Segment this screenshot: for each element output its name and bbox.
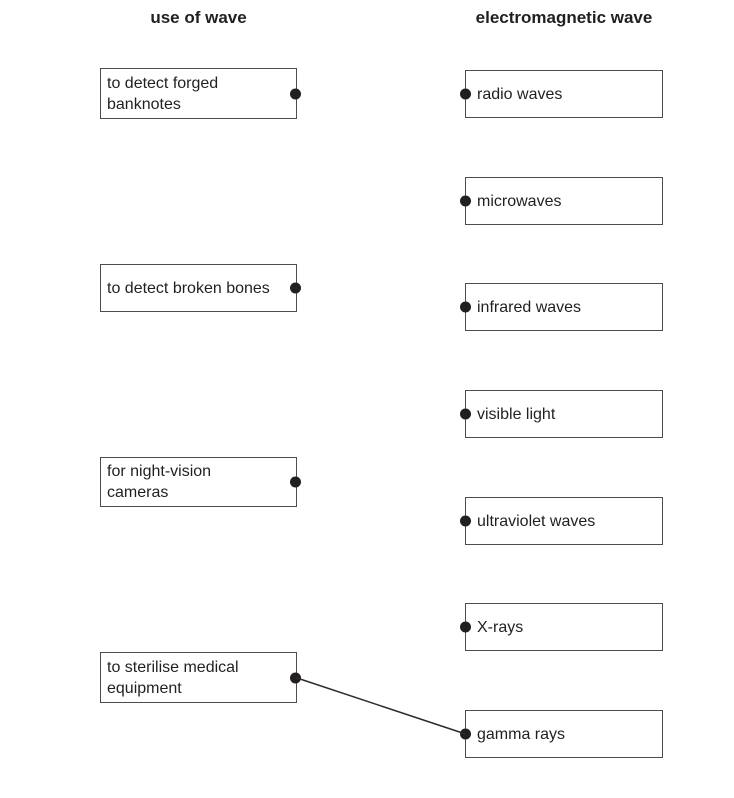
wave-box-microwaves[interactable]: microwaves — [460, 177, 663, 225]
use-label-night-vision: for night-vision cameras — [107, 463, 212, 501]
wave-label-gamma: gamma rays — [477, 725, 566, 743]
use-box-broken-bones[interactable]: to detect broken bones — [100, 264, 301, 312]
use-label-forged-banknotes: to detect forged banknotes — [107, 74, 219, 113]
connection-dot[interactable] — [290, 672, 301, 683]
wave-box-radio[interactable]: radio waves — [460, 70, 663, 118]
connection-dot[interactable] — [460, 88, 471, 100]
connection-dot[interactable] — [460, 301, 471, 313]
wave-box-visible[interactable]: visible light — [460, 390, 663, 438]
wave-label-visible: visible light — [477, 405, 556, 423]
wave-box-ultraviolet[interactable]: ultraviolet waves — [460, 497, 663, 545]
connection-dot[interactable] — [460, 621, 471, 633]
wave-label-radio: radio waves — [477, 85, 563, 103]
use-label-broken-bones: to detect broken bones — [107, 279, 270, 297]
wave-label-ultraviolet: ultraviolet waves — [477, 512, 596, 530]
connection-dot[interactable] — [290, 282, 301, 294]
use-box-night-vision[interactable]: for night-vision cameras — [100, 457, 301, 507]
use-box-sterilise[interactable]: to sterilise medical equipment — [100, 652, 301, 703]
wave-label-xrays: X-rays — [477, 618, 524, 636]
left-column-header: use of wave — [150, 8, 247, 27]
wave-box-xrays[interactable]: X-rays — [460, 603, 663, 651]
use-label-sterilise: to sterilise medical equipment — [107, 658, 239, 697]
wave-box-gamma[interactable]: gamma rays — [460, 710, 663, 758]
wave-label-microwaves: microwaves — [477, 192, 562, 210]
connection-dot[interactable] — [460, 408, 471, 420]
connection-dot[interactable] — [290, 88, 301, 99]
connection-dot[interactable] — [460, 728, 471, 740]
wave-label-infrared: infrared waves — [477, 298, 582, 316]
right-column-header: electromagnetic wave — [475, 8, 653, 27]
wave-box-infrared[interactable]: infrared waves — [460, 283, 663, 331]
use-box-forged-banknotes[interactable]: to detect forged banknotes — [100, 68, 301, 119]
connection-dot[interactable] — [290, 476, 301, 488]
connection-dot[interactable] — [460, 515, 471, 527]
connection-dot[interactable] — [460, 195, 471, 207]
